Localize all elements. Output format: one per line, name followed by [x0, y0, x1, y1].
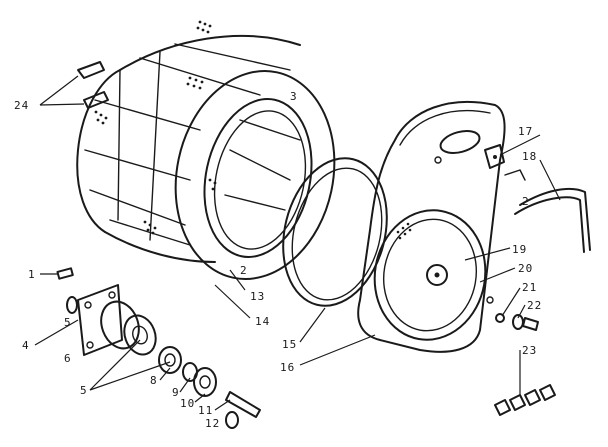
- bearing-part-8: [158, 346, 182, 374]
- callout-17: 17: [518, 125, 533, 138]
- shaft-part-11: [225, 391, 261, 418]
- drum-baffle-bracket: [77, 61, 109, 109]
- callout-15: 15: [282, 338, 297, 351]
- callout-5-upper: 5: [64, 316, 72, 329]
- dryer-drum: [76, 20, 336, 280]
- callout-20: 20: [518, 262, 533, 275]
- callout-4: 4: [22, 339, 30, 352]
- glide-part-23: [494, 384, 556, 416]
- callout-22: 22: [527, 299, 542, 312]
- washer-part-22: [512, 314, 539, 331]
- leader-lines: [34, 75, 561, 411]
- callout-2-drum: 2: [240, 264, 248, 277]
- callout-14: 14: [255, 315, 270, 328]
- clip-part-12: [225, 411, 239, 429]
- callout-1: 1: [28, 268, 36, 281]
- bearing-bracket: [484, 144, 526, 181]
- callout-24: 24: [14, 99, 29, 112]
- bolt-part-1: [56, 267, 74, 280]
- callout-8: 8: [150, 374, 158, 387]
- callout-21: 21: [522, 281, 537, 294]
- rear-bulkhead-panel: [357, 101, 506, 353]
- callout-16: 16: [280, 361, 295, 374]
- callout-2-rod: 2: [522, 195, 530, 208]
- callout-11: 11: [198, 404, 213, 417]
- callout-10: 10: [180, 397, 195, 410]
- callout-3: 3: [290, 90, 298, 103]
- callout-12: 12: [205, 417, 220, 430]
- screw-part-21: [495, 313, 505, 323]
- callout-6: 6: [64, 352, 72, 365]
- drum-support-rod: [514, 187, 591, 253]
- callout-19: 19: [512, 243, 527, 256]
- callout-23: 23: [522, 344, 537, 357]
- callout-18: 18: [522, 150, 537, 163]
- callout-13: 13: [250, 290, 265, 303]
- washer-part-6: [66, 296, 78, 314]
- bearing-part-10: [193, 367, 217, 397]
- callout-9: 9: [172, 386, 180, 399]
- callout-labels: 24 3 2 2 17 18 19 20 21 22 23 13 14 15 1…: [14, 90, 542, 430]
- bearing-housing-assembly: [77, 284, 157, 356]
- callout-5-lower: 5: [80, 384, 88, 397]
